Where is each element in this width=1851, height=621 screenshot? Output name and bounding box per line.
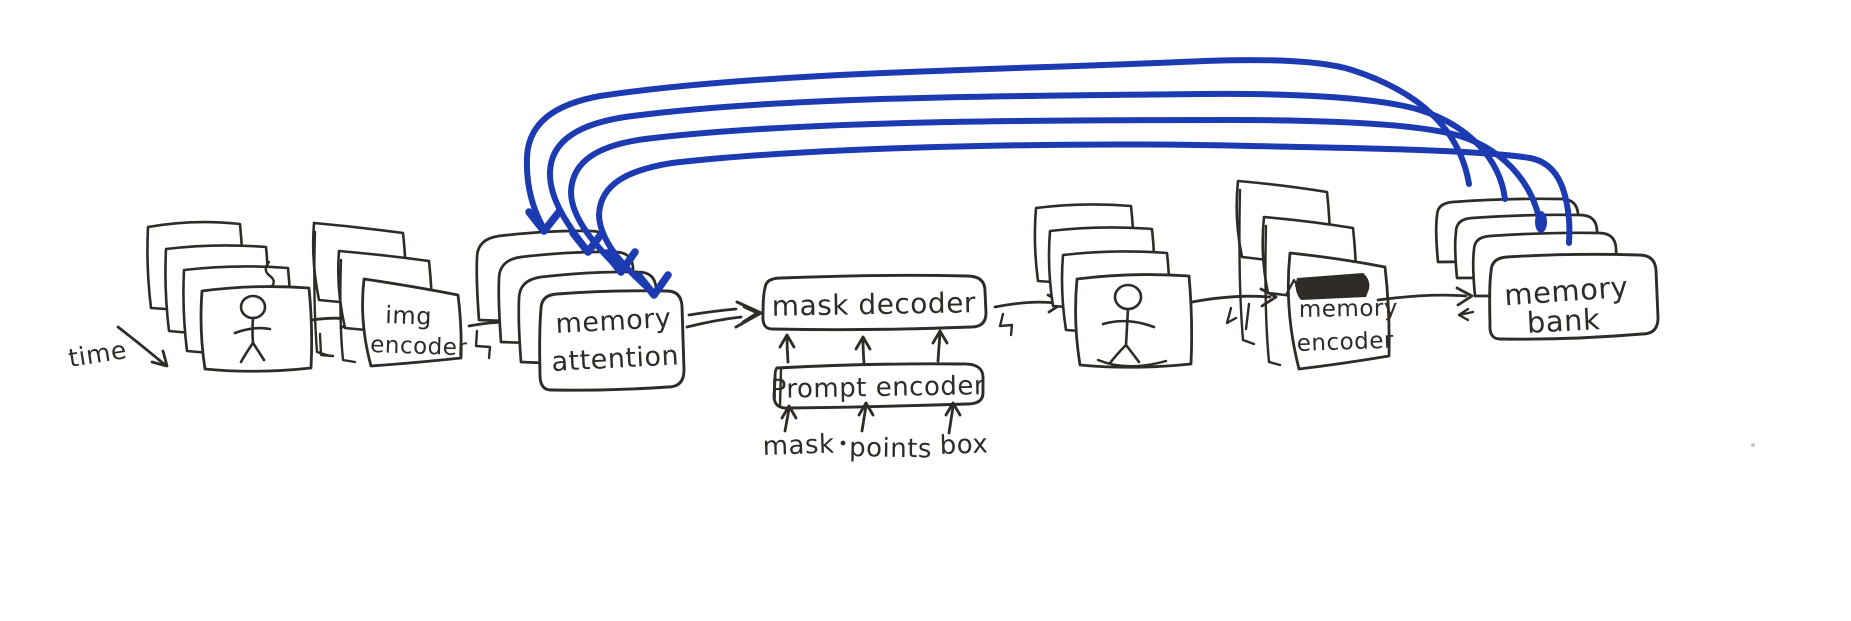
blue-arrowhead-icon [602,248,639,276]
memory-bank-label-line2: bank [1526,302,1601,340]
memory-attention-label-line1: memory [555,303,672,340]
scribbled-out-text [1284,273,1370,300]
prompt-encoder-label: Prompt encoder [770,371,985,405]
pen-tick-mark [1244,302,1251,331]
mask-decoder-box: mask decoder [761,273,988,332]
arrowhead-icon [1455,286,1474,307]
img-encoder-label-line1: img [385,301,433,331]
arrowhead-inner-icon [741,305,759,324]
output-frames-stack [1033,203,1194,369]
feedback-curve-4 [596,141,1573,296]
feedback-curve-2 [546,90,1508,253]
pen-dot [840,440,846,446]
time-label: time [66,335,128,373]
back-edge [313,230,332,358]
blue-arrowhead-icon [635,271,672,299]
memory-feedback-curves [523,57,1573,299]
img-encoder-label-line2: encoder [370,332,468,361]
pen-hook-mark [998,312,1014,337]
arrowhead-icon [854,335,872,351]
prompt-input-labels: mask points box [762,429,989,464]
mid-edge [339,258,357,364]
arrow-memory-attention-to-mask-decoder [685,300,763,329]
arrowhead-icon [780,404,798,420]
pen-tick-mark [1225,306,1238,325]
mid-edge [1264,224,1282,367]
mask-arc [1096,358,1168,368]
arrowhead-icon [857,401,875,417]
time-arrow [116,325,166,366]
memory-attention-stack: memory attention [475,229,686,392]
mask-input-label: mask [762,430,835,462]
img-encoder-stack: img encoder [311,221,468,368]
box-input-label: box [939,429,989,461]
stick-figure-output [1096,283,1168,368]
feedback-curve-3 [568,117,1544,273]
time-annotation: time [66,325,169,373]
arrows-inputs-to-prompt-encoder [780,401,962,435]
blue-arrowhead-icon [569,229,606,256]
stick-figure-input [233,294,272,364]
input-frames-stack [146,220,314,373]
blue-ink-blob [1535,211,1547,233]
mask-decoder-label: mask decoder [771,286,976,323]
arrow-output-frames-to-memory-encoder [1190,287,1278,331]
points-input-label: points [849,433,932,464]
time-arrowhead-icon [150,349,169,368]
memory-encoder-label-line2: encoder [1296,328,1394,357]
memory-attention-label-line2: attention [551,340,680,378]
feedback-curve-1 [523,57,1472,232]
double-edge-mark [778,367,783,408]
arrowhead-icon [931,329,949,345]
paper-speck [1751,443,1755,447]
pen-back-arrow-mark [1457,307,1475,322]
arrows-prompt-encoder-to-mask-decoder [778,329,949,365]
arrowhead-icon [944,401,962,417]
pen-hook-mark [474,329,492,360]
back-edge [1238,188,1256,346]
memory-bank-stack: memory bank [1434,197,1660,341]
prompt-encoder-box: Prompt encoder [770,362,985,410]
arrowhead-icon [778,333,796,349]
arrow-memory-encoder-to-memory-bank [1376,286,1475,322]
memory-encoder-stack: memory encoder [1235,179,1398,371]
arrowhead-icon [734,300,763,329]
blue-arrowhead-icon [525,208,563,235]
